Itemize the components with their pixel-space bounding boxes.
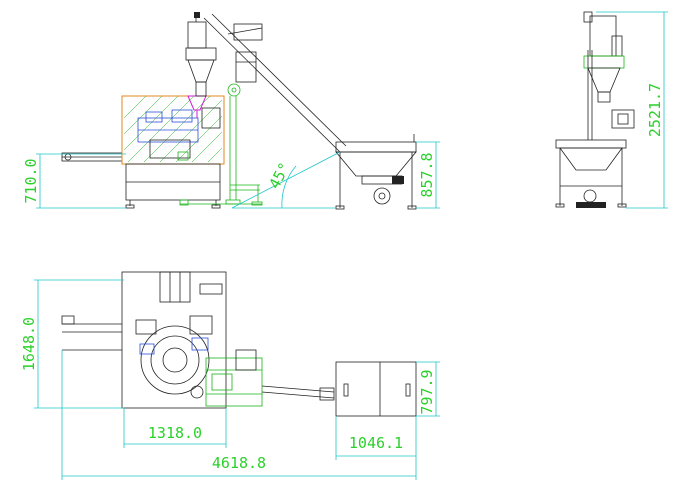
- side-machine: [555, 11, 635, 208]
- plan-hopper-width-dimension: 797.9: [416, 361, 440, 417]
- plan-view: 1648.0 1318.0 797.9 1046.1 4618.: [20, 271, 440, 480]
- plan-machine: [61, 271, 227, 409]
- front-hopper: [335, 134, 417, 210]
- plan-width-label: 1648.0: [20, 317, 38, 371]
- front-view: 710.0 45° 857.8: [22, 12, 440, 210]
- front-angle-dimension: 45°: [231, 151, 341, 209]
- plan-conveyor-frame: [205, 349, 335, 407]
- front-machine-body: [121, 95, 225, 209]
- plan-total-length-dimension: 4618.8: [61, 350, 417, 480]
- plan-hopper-length-dimension: 1046.1: [335, 416, 417, 460]
- front-filler: [185, 12, 217, 118]
- side-view: 2521.7: [555, 11, 668, 209]
- plan-hopper-width-label: 797.9: [418, 369, 436, 414]
- front-height-dimension: 710.0: [22, 153, 126, 209]
- side-height-dimension: 2521.7: [596, 11, 668, 209]
- front-screw-conveyor: [203, 13, 347, 153]
- side-height-label: 2521.7: [646, 83, 664, 137]
- plan-width-dimension: 1648.0: [20, 279, 124, 409]
- angle-label: 45°: [265, 159, 294, 191]
- front-height-label: 710.0: [22, 158, 40, 203]
- plan-machine-length-label: 1318.0: [148, 424, 202, 442]
- hopper-height-label: 857.8: [418, 152, 436, 197]
- front-green-stand: [179, 96, 263, 206]
- plan-hopper-length-label: 1046.1: [349, 434, 403, 452]
- plan-machine-length-dimension: 1318.0: [123, 408, 227, 448]
- front-hatch: [123, 95, 223, 163]
- plan-hopper: [335, 361, 417, 417]
- hopper-height-dimension: 857.8: [416, 141, 440, 209]
- plan-total-length-label: 4618.8: [212, 454, 266, 472]
